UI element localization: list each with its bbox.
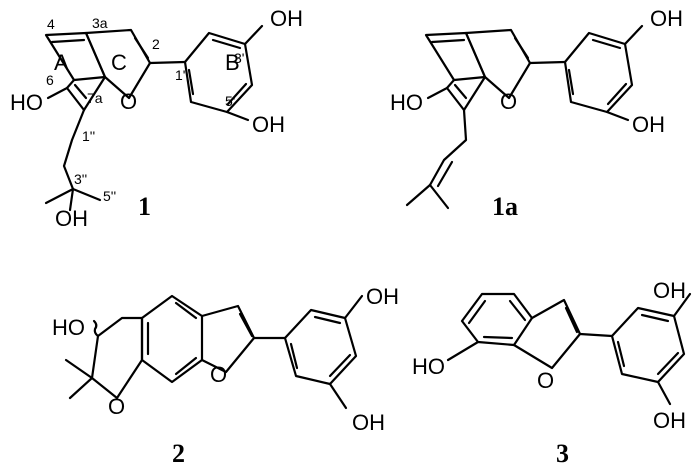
compound-3-id-label: 3 [556,439,569,468]
compound-1-locant-3p: 3' [234,50,244,66]
compound-1-locant-7a: 7a [87,90,103,106]
compound-3-bonds [446,292,692,406]
compound-1a-structure: OH OH HO O 1a [390,6,683,221]
compound-1-locant-2: 2 [152,36,160,52]
compound-2-oh-top-label: OH [366,284,399,309]
compound-1-locant-1p: 1' [175,67,185,83]
compound-1-locant-6: 6 [46,72,54,88]
compound-3-ring-oxygen-label: O [537,368,554,393]
compound-2-structure: HO O O OH OH 2 [52,284,399,468]
compound-3-oh-top-label: OH [653,278,686,303]
compound-1-ring-a-label: A [54,50,69,75]
compound-1-id-label: 1 [138,192,151,221]
compound-1a-oh-top-label: OH [650,6,683,31]
compound-1-ring-oxygen-label: O [120,89,137,114]
compound-1-oh-right-label: OH [252,112,285,137]
compound-1-oh-top-label: OH [270,6,303,31]
compound-2-ring-oxygen-label: O [210,362,227,387]
compound-1-structure: OH OH HO OH O A B C 4 3a 2 1' 3' 5' 6 7a… [10,6,303,231]
compound-2-ho-left-label: HO [52,315,85,340]
compound-1-locant-3a: 3a [92,15,108,31]
compound-1a-id-label: 1a [492,192,518,221]
compound-2-id-label: 2 [172,439,185,468]
compound-3-structure: HO O OH OH 3 [412,278,692,468]
compound-3-oh-right-label: OH [653,408,686,433]
compound-2-oh-right-label: OH [352,410,385,435]
compound-1-locant-1pp: 1'' [82,128,95,144]
compound-1-oh-bottom-label: OH [55,206,88,231]
compound-1-locant-5pp: 5'' [103,188,116,204]
compound-1-ring-c-label: C [111,50,127,75]
compound-1a-ring-oxygen-label: O [500,89,517,114]
compound-1-locant-5p: 5' [225,93,235,109]
compound-1-bonds [44,24,264,212]
compound-1-ring-b-label: B [225,50,240,75]
compound-1a-oh-right-label: OH [632,112,665,137]
compound-2-bonds [64,294,364,410]
compound-2-pyran-oxygen-label: O [108,394,125,419]
compound-1-locant-3pp: 3'' [74,171,87,187]
compound-1-ho-left-label: HO [10,90,43,115]
compound-3-ho-left-label: HO [412,354,445,379]
compound-1-locant-4: 4 [47,16,55,32]
compound-1a-bonds [405,24,644,210]
compound-1a-ho-left-label: HO [390,90,423,115]
